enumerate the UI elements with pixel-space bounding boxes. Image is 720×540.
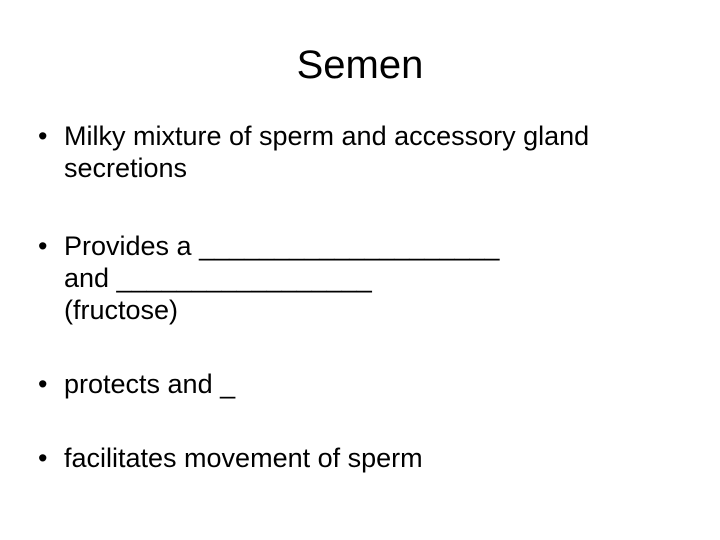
bullet-protects: • protects and _ (28, 368, 698, 400)
bullet-protects-text: protects and _ (64, 369, 236, 399)
bullet-milky-mixture-text: Milky mixture of sperm and accessory gla… (64, 121, 597, 183)
bullet-provides: • Provides a ____________________ and __… (28, 230, 698, 326)
bullet-dot-icon: • (38, 443, 48, 473)
bullet-facilitates: • facilitates movement of sperm (28, 442, 698, 474)
page-title: Semen (296, 43, 424, 87)
bullet-dot-icon: • (38, 369, 48, 399)
bullet-facilitates-text: facilitates movement of sperm (64, 443, 423, 473)
slide-body-list: • Milky mixture of sperm and accessory g… (28, 120, 698, 474)
bullet-dot-icon: • (38, 121, 48, 151)
bullet-dot-icon: • (38, 231, 48, 261)
bullet-milky-mixture: • Milky mixture of sperm and accessory g… (28, 120, 698, 184)
bullet-provides-text: Provides a ____________________ and ____… (64, 231, 500, 325)
